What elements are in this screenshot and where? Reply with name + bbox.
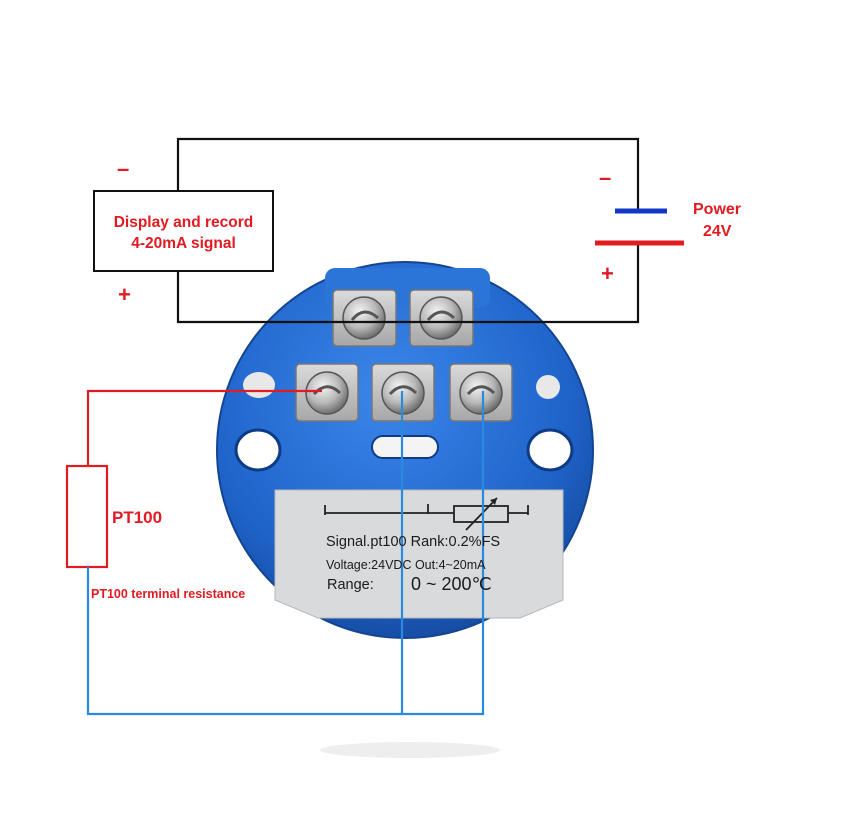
power-label: Power 24V xyxy=(693,199,741,243)
screw-terminal xyxy=(409,289,474,347)
display-recorder-label: Display and record 4-20mA signal xyxy=(95,212,272,254)
mounting-hole-right xyxy=(526,428,574,472)
nameplate-signal-line: Signal.pt100 Rank:0.2%FS xyxy=(326,534,501,550)
side-notch-right xyxy=(536,375,560,399)
nameplate-voltage-line: Voltage:24VDC Out:4~20mA xyxy=(326,558,486,572)
screw-terminal xyxy=(449,363,513,422)
screw-terminal xyxy=(332,289,397,347)
thermistor-symbol xyxy=(453,497,509,531)
pt100-label: PT100 xyxy=(112,508,163,527)
power-minus-sign: – xyxy=(599,165,612,190)
nameplate-range-label: Range: xyxy=(327,577,374,593)
nameplate xyxy=(274,489,564,619)
nameplate-range-value: 0 ~ 200℃ xyxy=(411,574,492,594)
resistor-symbol xyxy=(65,464,109,569)
blue-wire xyxy=(86,391,485,716)
display-minus-sign: – xyxy=(117,156,130,181)
power-label-line2: 24V xyxy=(703,223,732,240)
power-plus-sign: + xyxy=(601,261,614,286)
red-wire xyxy=(86,389,322,466)
black-wire-loop xyxy=(176,137,640,324)
center-slot xyxy=(371,435,439,459)
side-notch-left xyxy=(243,372,275,398)
display-recorder-box: Display and record 4-20mA signal xyxy=(93,190,274,272)
mounting-hole-left xyxy=(234,428,282,472)
transmitter-module xyxy=(216,261,594,639)
pt100-caption: PT100 terminal resistance xyxy=(91,587,246,601)
display-line1: Display and record xyxy=(113,214,254,231)
module-shadow xyxy=(320,742,500,758)
battery-symbol xyxy=(595,208,684,246)
display-line2: 4-20mA signal xyxy=(131,235,236,252)
power-label-line1: Power xyxy=(693,201,742,218)
screw-terminal xyxy=(295,363,359,422)
display-plus-sign: + xyxy=(118,282,131,307)
